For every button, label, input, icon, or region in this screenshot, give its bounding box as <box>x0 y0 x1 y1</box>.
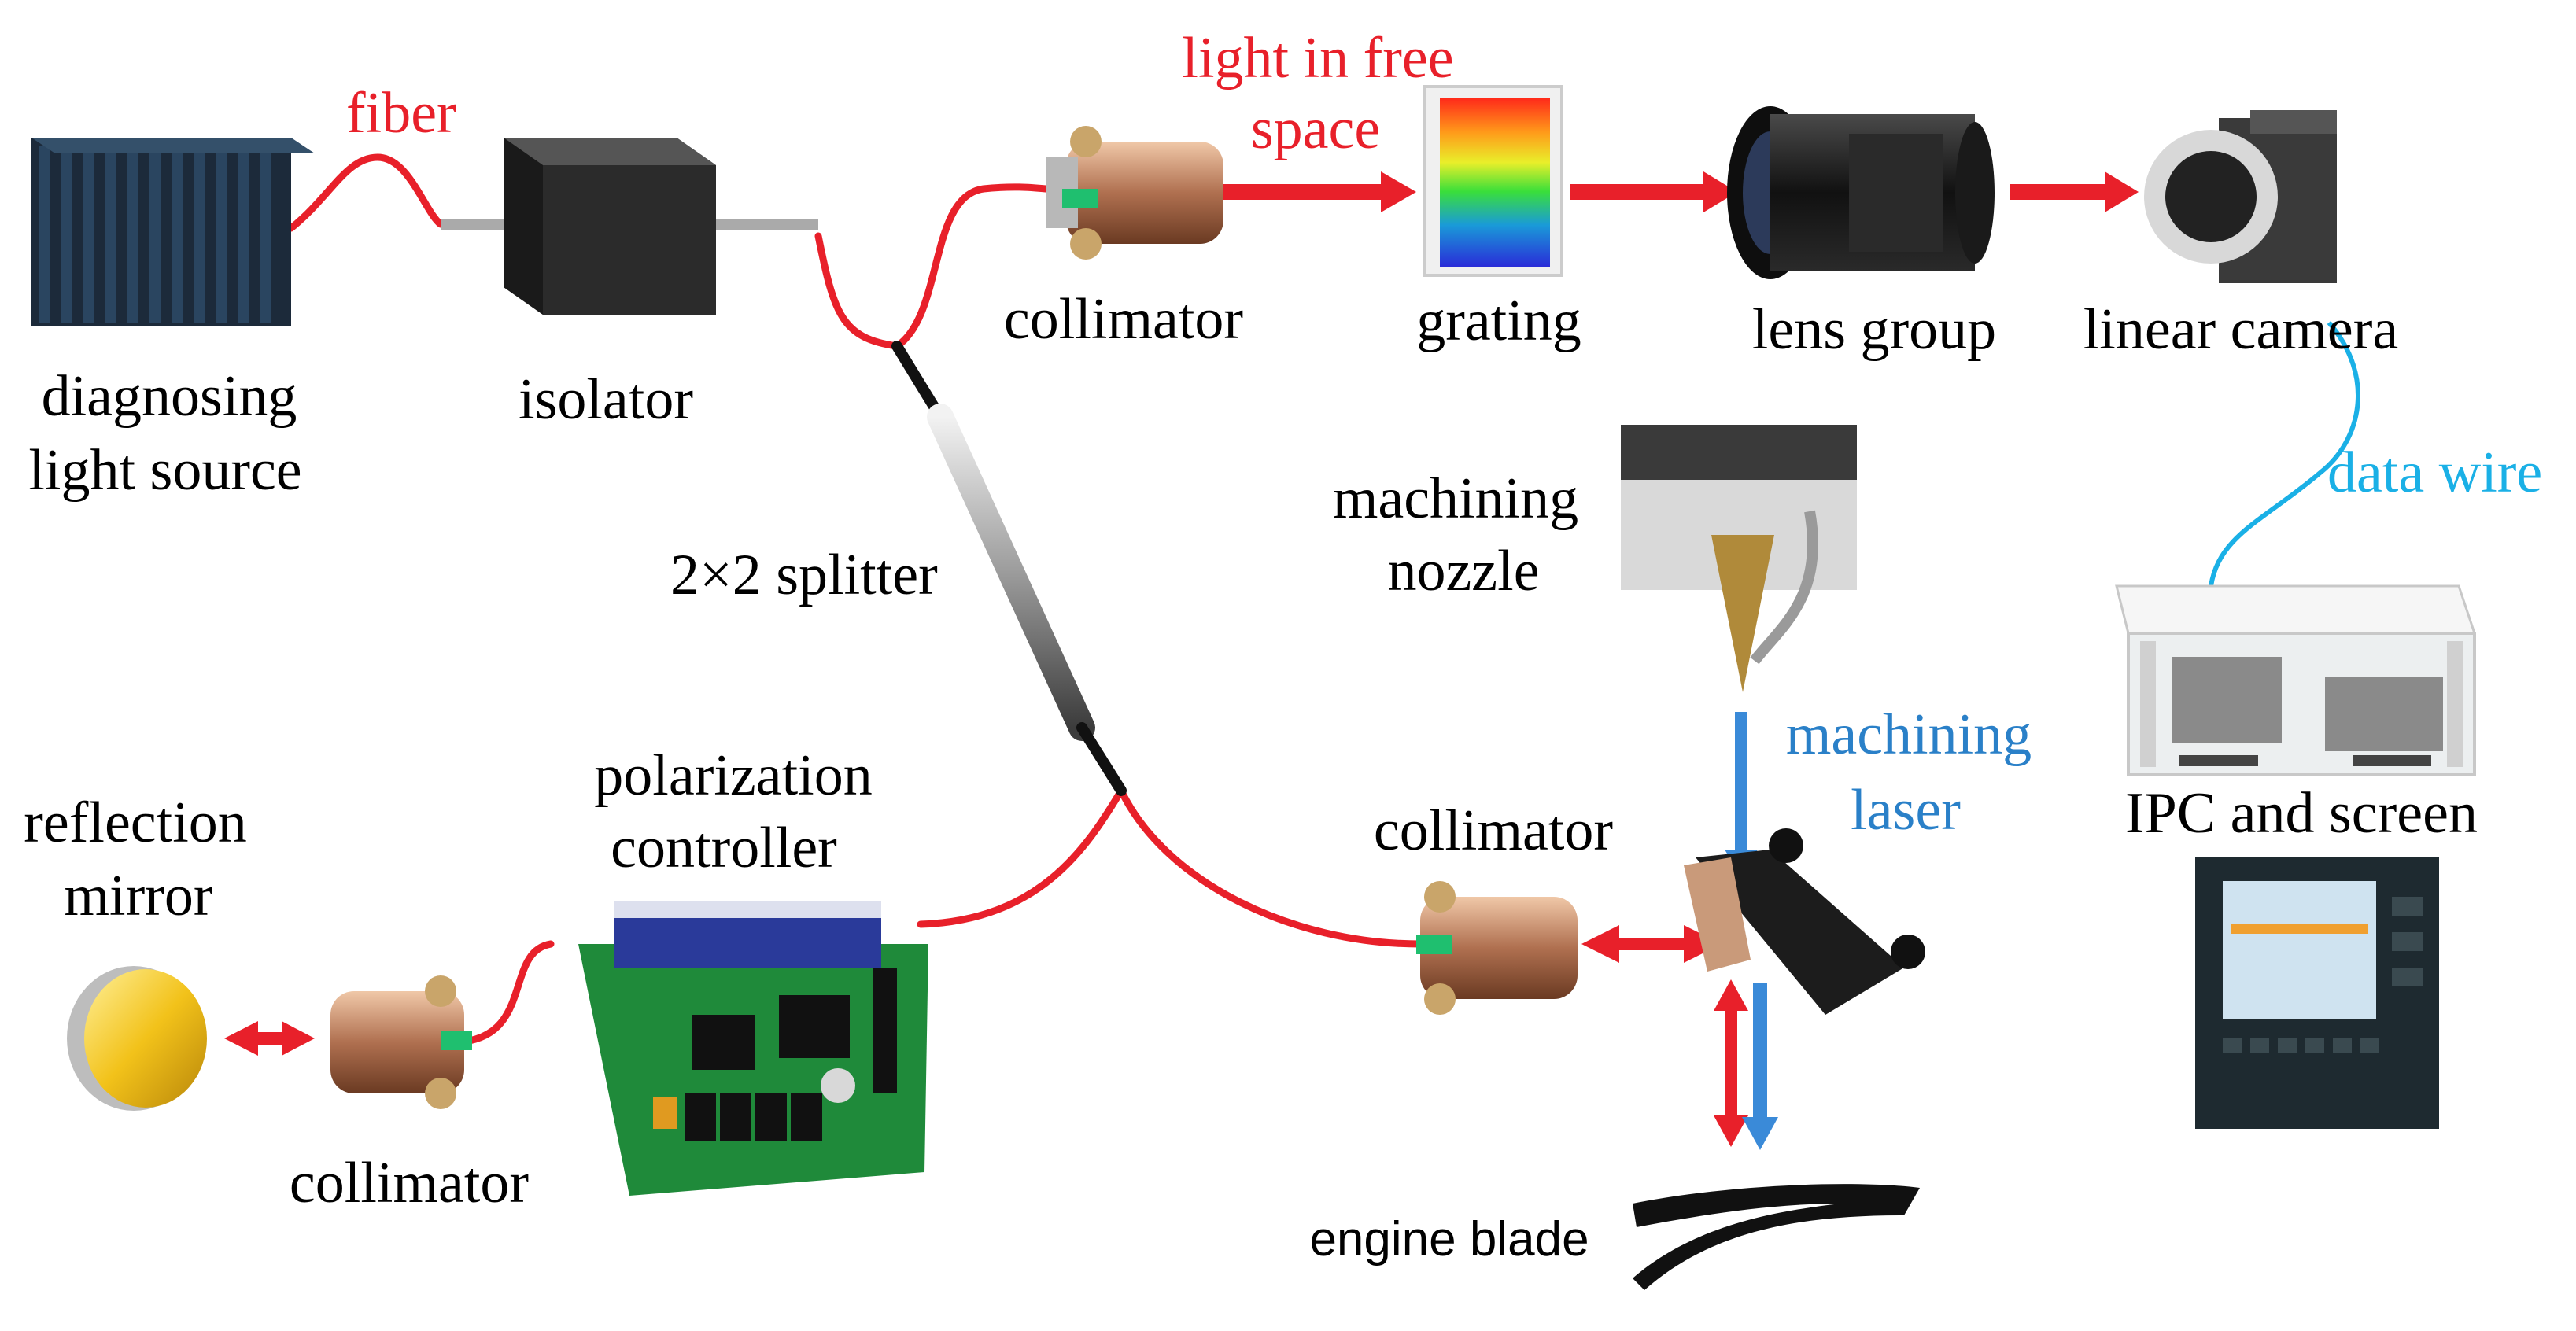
camera-lens-icon <box>1727 106 1995 279</box>
label-splitter: 2×2 splitter <box>670 543 938 607</box>
label-controller: controller <box>611 816 837 880</box>
label-diagnosing: diagnosing <box>41 364 297 429</box>
collimator-icon <box>330 975 472 1109</box>
label-ipc-and-screen: IPC and screen <box>2125 781 2478 846</box>
machining-nozzle-icon <box>1621 425 1857 692</box>
collimator-icon <box>1046 126 1223 260</box>
fiber-lines <box>287 153 1424 1046</box>
label-grating: grating <box>1416 289 1581 353</box>
label-light-source: light source <box>28 438 302 503</box>
circuit-board-icon <box>578 901 928 1196</box>
collimator-icon <box>1416 881 1578 1015</box>
label-isolator: isolator <box>519 367 693 432</box>
label-collimator-bottom: collimator <box>289 1151 530 1215</box>
linear-camera-icon <box>2144 110 2337 283</box>
double-arrows <box>224 925 1748 1147</box>
isolator-box-icon <box>441 138 818 315</box>
industrial-pc-icon <box>2115 584 2477 776</box>
label-light-in-free-space-1: light in free <box>1182 26 1454 90</box>
label-reflection: reflection <box>24 791 247 855</box>
control-screen-icon <box>2195 857 2439 1129</box>
label-lens-group: lens group <box>1751 297 1997 362</box>
label-collimator-mid: collimator <box>1373 798 1614 863</box>
label-fiber: fiber <box>346 81 456 146</box>
data-wire-line <box>2209 321 2360 587</box>
engine-blade-icon <box>1633 1184 1920 1290</box>
label-light-in-free-space-2: space <box>1250 97 1381 161</box>
heatsink-box-icon <box>31 138 315 326</box>
label-machining-nozzle-1: machining <box>1332 466 1579 531</box>
label-data-wire: data wire <box>2327 441 2543 505</box>
label-machining-laser-2: laser <box>1851 778 1961 842</box>
gold-mirror-icon <box>67 966 207 1111</box>
label-polarization: polarization <box>594 743 873 808</box>
label-linear-camera: linear camera <box>2083 297 2399 362</box>
fiber-splitter-icon <box>891 341 1127 796</box>
label-machining-laser-1: machining <box>1785 702 2032 767</box>
label-engine-blade: engine blade <box>1309 1212 1589 1266</box>
label-mirror: mirror <box>64 864 213 928</box>
label-machining-nozzle-2: nozzle <box>1387 539 1540 603</box>
label-collimator-top: collimator <box>1003 287 1244 352</box>
mirror-mount-icon <box>1684 828 1925 1015</box>
rainbow-grating-icon <box>1423 85 1563 277</box>
free-space-arrows <box>1216 171 2139 212</box>
